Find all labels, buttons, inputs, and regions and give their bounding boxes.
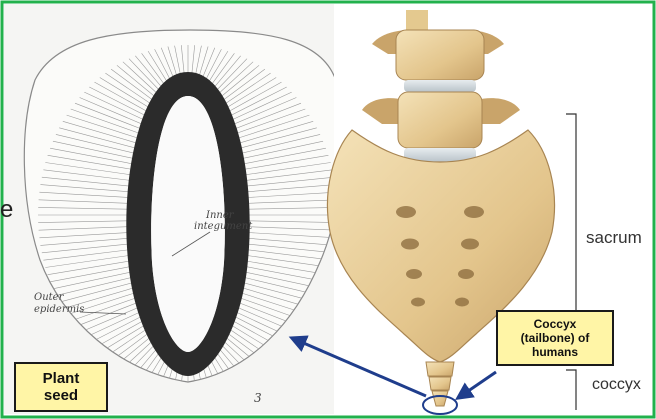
inner-integument-label-line2: integument [194, 221, 253, 232]
intervertebral-disc-upper [404, 80, 476, 92]
coccyx-callout-line1: Coccyx [521, 317, 590, 331]
outer-epidermis-label-line2: epidermis [34, 304, 84, 315]
coccyx-label: coccyx [592, 376, 641, 394]
plant-seed-caption-box: Plant seed [14, 362, 108, 412]
sacral-foramen-right-4 [455, 298, 469, 307]
outer-epidermis-label-line1: Outer [34, 292, 65, 303]
sacrum-label: sacrum [586, 228, 642, 248]
vertebra-body-lower [398, 92, 482, 148]
coccyx-segment-1 [426, 362, 454, 376]
plant-seed-caption-line1: Plant [43, 370, 80, 387]
figure-number: 3 [254, 391, 262, 405]
left-edge-cutoff-letter: e [0, 196, 13, 224]
coccyx-callout-line2: (tailbone) of [521, 331, 590, 345]
seed-panel: Inner integument Outer epidermis 3 [4, 4, 343, 414]
sacral-foramen-left-1 [396, 206, 416, 218]
sacral-foramen-left-3 [406, 269, 422, 279]
coccyx-callout-box: Coccyx (tailbone) of humans [496, 310, 614, 366]
sacral-foramen-right-3 [458, 269, 474, 279]
vertebra-body-upper [396, 30, 484, 80]
inner-integument-label-line1: Inner [205, 210, 235, 221]
spinal-process-top [406, 10, 428, 30]
plant-seed-caption-line2: seed [43, 387, 80, 404]
sacral-foramen-left-4 [411, 298, 425, 307]
sacral-foramen-right-2 [461, 239, 479, 250]
coccyx-callout-line3: humans [521, 345, 590, 359]
sacral-foramen-left-2 [401, 239, 419, 250]
sacral-foramen-right-1 [464, 206, 484, 218]
coccyx-segment-2 [429, 377, 451, 390]
